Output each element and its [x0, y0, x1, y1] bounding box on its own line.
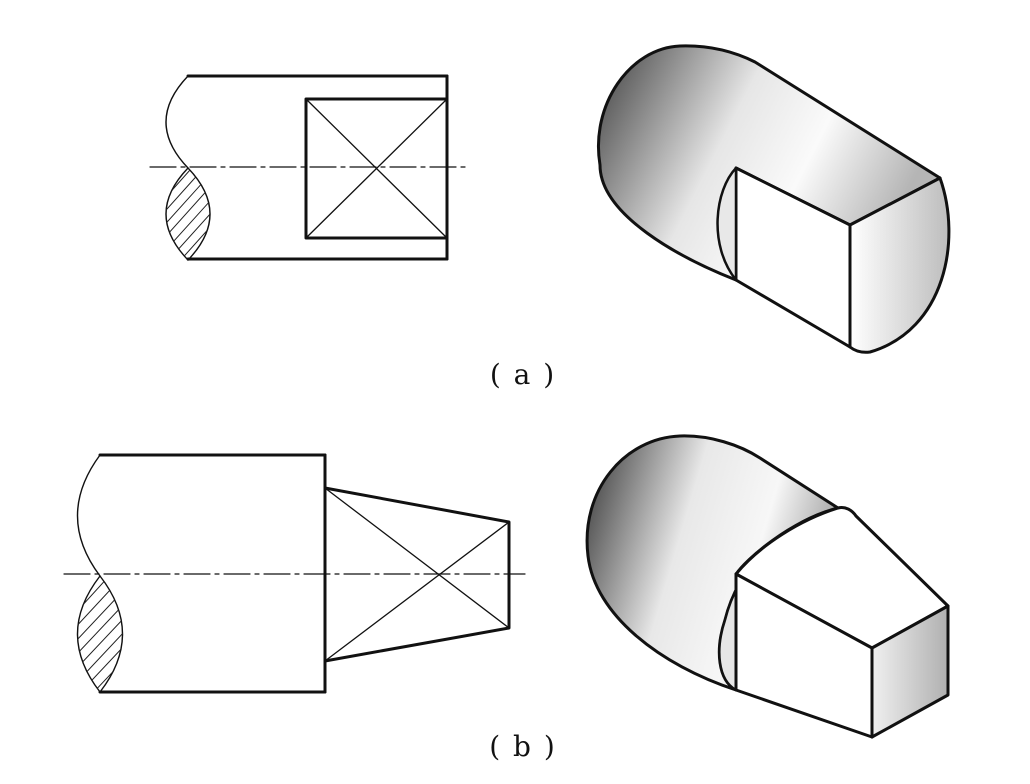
flat-diagonal-2 — [324, 521, 510, 662]
caption-b: ( b ) — [489, 730, 557, 763]
flat-diagonal-2 — [305, 98, 448, 239]
cylinder-end-face — [848, 176, 951, 354]
flat-diagonal-1 — [324, 487, 510, 629]
caption-a: ( a ) — [489, 358, 557, 391]
break-line-inner — [165, 167, 189, 261]
square-end-face — [870, 604, 950, 739]
shoulder-arc — [716, 166, 738, 282]
square-flat-outline — [304, 97, 449, 240]
view-b-isometric — [585, 434, 950, 739]
section-hatching — [77, 576, 123, 692]
view-b-orthographic — [63, 453, 526, 694]
tapered-flat-outline — [323, 486, 511, 663]
taper-top-face — [734, 506, 950, 650]
view-a-orthographic — [149, 74, 469, 261]
view-a-isometric — [597, 44, 951, 354]
break-line-inner — [76, 575, 101, 693]
